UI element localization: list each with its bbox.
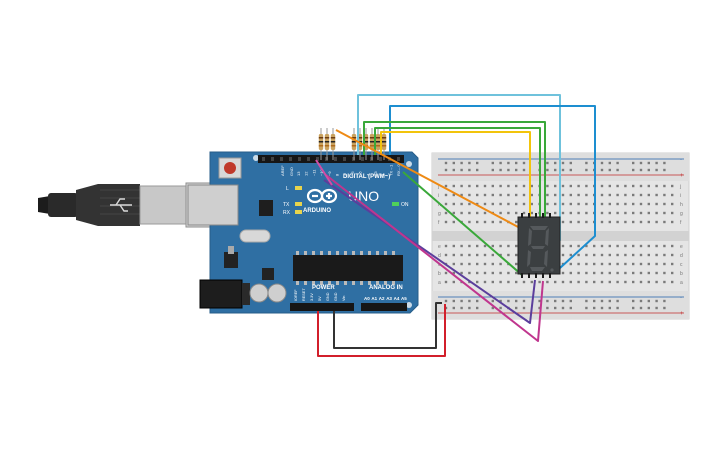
digital-pin-label: 12 <box>304 171 309 176</box>
wire-yellow <box>380 131 531 220</box>
digital-pin-label: ~10 <box>319 168 324 176</box>
digital-pin-label: ~9 <box>327 171 332 176</box>
row-letter: f <box>680 220 682 226</box>
display-digit-value: 8 <box>0 0 1 1</box>
rail-minus-top: - <box>680 157 682 163</box>
resistor[interactable] <box>375 128 381 160</box>
digital-pin-label: TX→1 <box>388 164 393 176</box>
wire-black <box>333 302 442 349</box>
row-letter: b <box>438 271 441 277</box>
row-letter: c <box>680 262 683 268</box>
row-letter: d <box>438 253 441 259</box>
analog-header-label: ANALOG IN <box>369 285 403 291</box>
power-pin-label: 3.3V <box>310 293 314 301</box>
rx-led-label: RX <box>283 210 291 216</box>
row-letter: a <box>680 280 683 286</box>
tx-led-label: TX <box>283 202 290 208</box>
wire-orange <box>335 129 521 229</box>
row-letter: g <box>680 211 683 217</box>
power-pin-label: RESET <box>302 288 306 301</box>
power-pin-label: 5V <box>318 296 322 301</box>
gnd-label: GND <box>289 167 294 176</box>
analog-pin-label: A5 <box>401 296 407 301</box>
power-header-label: POWER <box>312 285 335 291</box>
arduino-logo-text: ARDUINO <box>303 208 331 214</box>
wire-red <box>317 304 446 357</box>
power-pin-label: Vin <box>342 296 346 301</box>
wire-magenta <box>325 174 544 342</box>
board-model-label: UNO <box>348 188 379 204</box>
digital-pin-label: 8 <box>335 173 340 176</box>
digital-pin-label: ~11 <box>311 169 316 176</box>
digital-pin-label: ~6 <box>350 171 355 176</box>
wires[interactable] <box>315 94 596 357</box>
digital-pin-label: 7 <box>342 173 347 176</box>
row-letter: i <box>438 193 439 199</box>
resistor-array[interactable] <box>318 128 387 160</box>
rail-plus-bottom: + <box>680 311 684 317</box>
segment-digit-icon <box>527 226 554 272</box>
row-letter: j <box>437 184 439 190</box>
row-letter: b <box>680 271 683 277</box>
row-letter: i <box>680 193 681 199</box>
digital-pin-label: 4 <box>365 173 370 176</box>
rail-plus-top: + <box>680 173 684 179</box>
rail-minus-bottom: - <box>680 295 682 301</box>
row-letter: d <box>680 253 683 259</box>
arduino-logo-icon <box>306 188 338 204</box>
digital-pin-label: ~3 <box>373 171 378 176</box>
row-letter: e <box>438 244 441 250</box>
resistor[interactable] <box>318 128 324 160</box>
l-led-label: L <box>286 186 289 192</box>
row-letter: h <box>438 202 441 208</box>
digital-pin-label: RX←0 <box>396 163 401 176</box>
row-letter: g <box>438 211 441 217</box>
reset-button[interactable] <box>218 157 242 179</box>
analog-pin-label: A2 <box>379 296 385 301</box>
analog-pin-label: A0 <box>364 296 370 301</box>
digital-header-label: DIGITAL (PWM~) <box>343 174 390 180</box>
usb-symbol-icon <box>110 198 132 212</box>
digital-pin-label: ~5 <box>358 171 363 176</box>
power-pin-label: GND <box>334 292 338 301</box>
wire-pink <box>315 159 333 186</box>
wire-green-3 <box>402 171 523 276</box>
arduino-uno-board[interactable]: ARDUINO UNO DIGITAL (PWM~) ON L TX RX AN… <box>187 151 419 314</box>
row-letter: e <box>680 244 683 250</box>
power-pin-labels: IOREF RESET 3.3V 5V GND GND Vin <box>294 288 346 301</box>
digital-pin-label: 2 <box>381 173 386 176</box>
analog-pin-label: A1 <box>371 296 377 301</box>
power-pin-label: IOREF <box>294 289 298 301</box>
row-letter: h <box>680 202 683 208</box>
seven-segment-display[interactable]: 8 <box>0 0 561 278</box>
resistor[interactable] <box>330 128 336 160</box>
on-label: ON <box>401 202 409 208</box>
aref-label: AREF <box>280 165 285 176</box>
resistor[interactable] <box>324 128 330 160</box>
wire-green-2 <box>374 127 541 220</box>
analog-pin-label: A3 <box>386 296 392 301</box>
row-letter: f <box>438 220 440 226</box>
row-letter: a <box>438 280 441 286</box>
row-letter: j <box>679 184 681 190</box>
analog-pin-label: A4 <box>394 296 400 301</box>
resistor[interactable] <box>369 128 375 160</box>
digital-pin-label: 13 <box>296 171 301 176</box>
power-pin-label: GND <box>326 292 330 301</box>
wire-green-1 <box>363 121 546 220</box>
